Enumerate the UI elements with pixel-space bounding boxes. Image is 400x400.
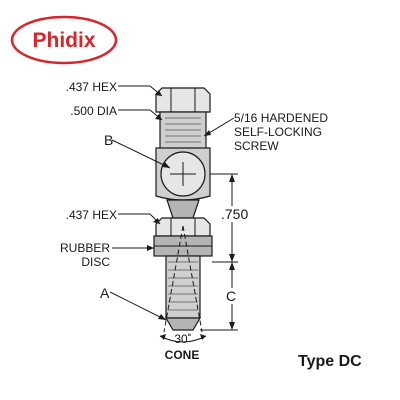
stud-tip <box>164 317 202 331</box>
threaded-stud <box>165 255 201 319</box>
hex-lower-label: .437 HEX <box>66 208 117 222</box>
screw-label-line3: SCREW <box>234 139 279 153</box>
angle-label: 30˚ <box>174 332 191 346</box>
screw-label-line2: SELF-LOCKING <box>234 125 322 139</box>
dia-label: .500 DIA <box>70 104 117 118</box>
cone-label: CONE <box>165 348 200 362</box>
type-label: Type DC <box>298 353 362 370</box>
logo-ellipse <box>10 15 118 65</box>
rubber-label-line1: RUBBER <box>60 241 110 255</box>
hex-top-label: .437 HEX <box>66 80 117 94</box>
neck <box>166 199 200 219</box>
a-label: A <box>100 285 110 301</box>
cone-line-right <box>182 225 203 333</box>
screw-label-line1: 5/16 HARDENED <box>234 111 328 125</box>
rubber-label-line2: DISC <box>81 255 110 269</box>
phidix-logo: Phidix <box>10 15 118 65</box>
logo-text: Phidix <box>32 29 95 52</box>
top-hex-cap <box>155 87 211 113</box>
c-label: C <box>226 288 236 304</box>
cone-line-left <box>163 225 184 333</box>
dim-750-label: .750 <box>221 206 248 222</box>
b-label: B <box>104 132 113 148</box>
